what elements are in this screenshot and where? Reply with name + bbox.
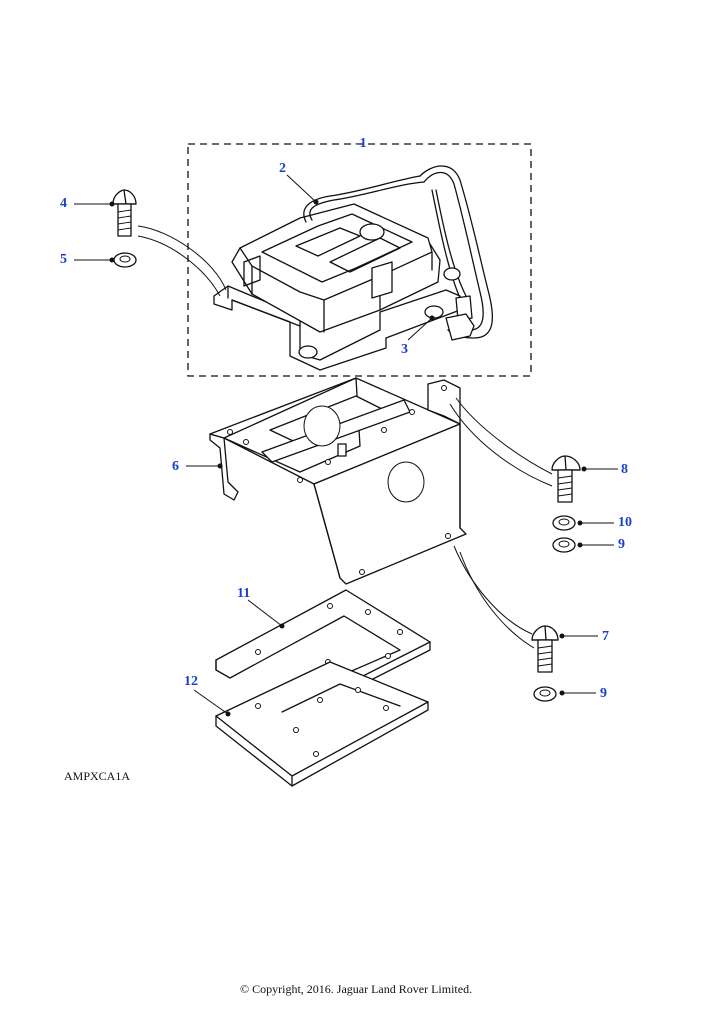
- lockwasher-part-10: [552, 515, 576, 531]
- callout-1: -1: [355, 136, 367, 151]
- washer-part-9-lower: [533, 686, 557, 702]
- callout-5: 5: [60, 252, 67, 267]
- screw-part-4: [112, 189, 137, 237]
- illustration-code: AMPXCA1A: [64, 769, 131, 783]
- callout-7: 7: [602, 629, 609, 644]
- callout-leaders: [74, 174, 618, 717]
- washer-part-5: [113, 252, 137, 268]
- fastener-guide-lines: [137, 225, 553, 649]
- callout-3: 3: [401, 342, 408, 357]
- support-bracket-part-6: [209, 377, 467, 585]
- callout-9-lower: 9: [600, 686, 607, 701]
- screw-part-7: [531, 625, 559, 673]
- control-module-part-2: [213, 165, 494, 371]
- copyright-notice: © Copyright, 2016. Jaguar Land Rover Lim…: [240, 982, 473, 996]
- base-plate-part-12: [215, 661, 429, 787]
- washer-part-9-upper: [552, 537, 576, 553]
- callout-9-upper: 9: [618, 537, 625, 552]
- callout-8: 8: [621, 462, 628, 477]
- callout-10: 10: [618, 515, 632, 530]
- callout-12: 12: [184, 674, 198, 689]
- callout-6: 6: [172, 459, 179, 474]
- callout-4: 4: [60, 196, 67, 211]
- screw-part-8: [551, 455, 581, 503]
- callout-2: 2: [279, 161, 286, 176]
- callout-11: 11: [237, 586, 251, 601]
